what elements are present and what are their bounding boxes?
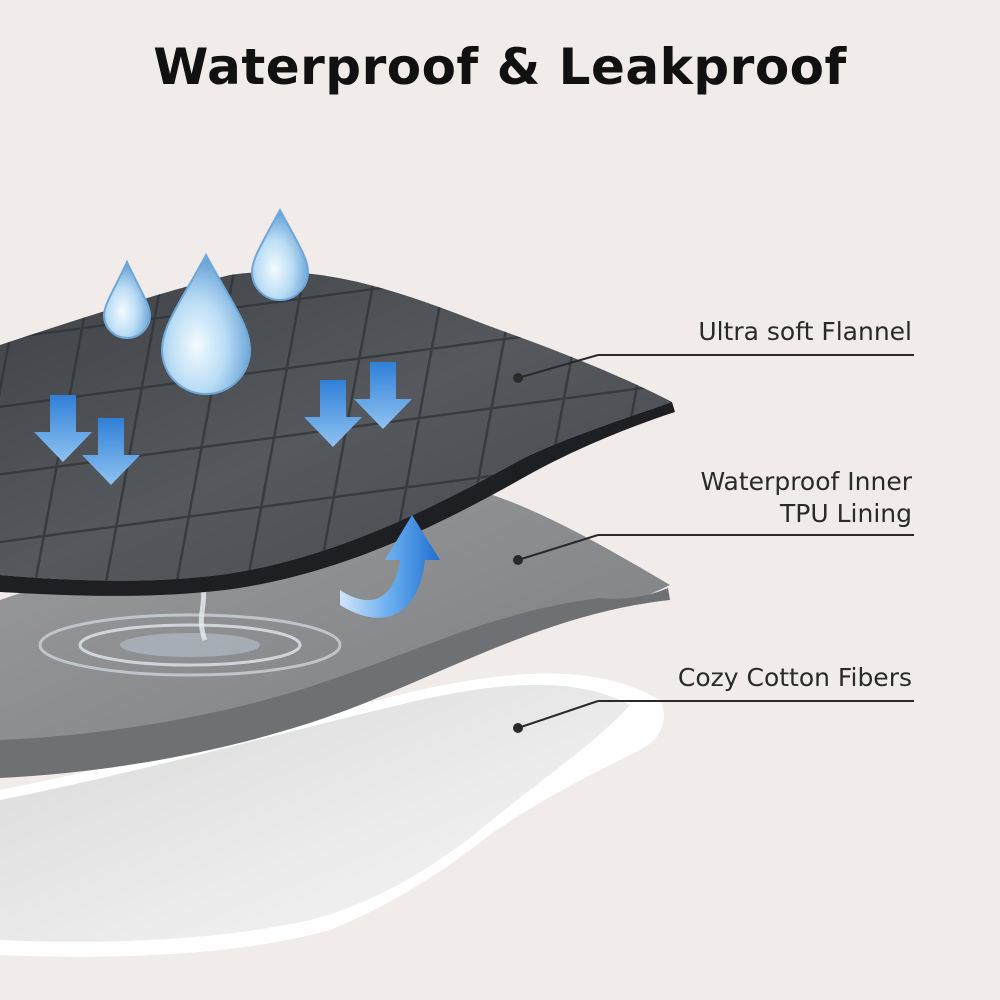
water-splash (38, 578, 342, 677)
label-flannel: Ultra soft Flannel (698, 316, 912, 348)
water-drops (102, 207, 310, 395)
label-cotton-line1: Cozy Cotton Fibers (677, 663, 912, 692)
curved-up-arrow-icon (340, 515, 440, 618)
water-drop-large (160, 252, 252, 395)
headline: Waterproof & Leakproof (153, 38, 847, 96)
arrow-down-icon (34, 395, 92, 462)
water-drop-small (102, 259, 152, 339)
leader-lines (513, 354, 914, 733)
label-flannel-line1: Ultra soft Flannel (698, 317, 912, 346)
label-tpu-line2: TPU Lining (780, 499, 912, 528)
label-tpu-line1: Waterproof Inner (700, 467, 912, 496)
down-arrows (34, 362, 412, 485)
cotton-layer (0, 673, 664, 957)
arrow-down-icon (354, 362, 412, 429)
label-tpu-lining: Waterproof Inner TPU Lining (700, 466, 912, 530)
arrow-down-icon (82, 418, 140, 485)
label-cotton: Cozy Cotton Fibers (678, 662, 912, 694)
water-drop-medium (250, 207, 310, 301)
arrow-down-icon (304, 380, 362, 447)
